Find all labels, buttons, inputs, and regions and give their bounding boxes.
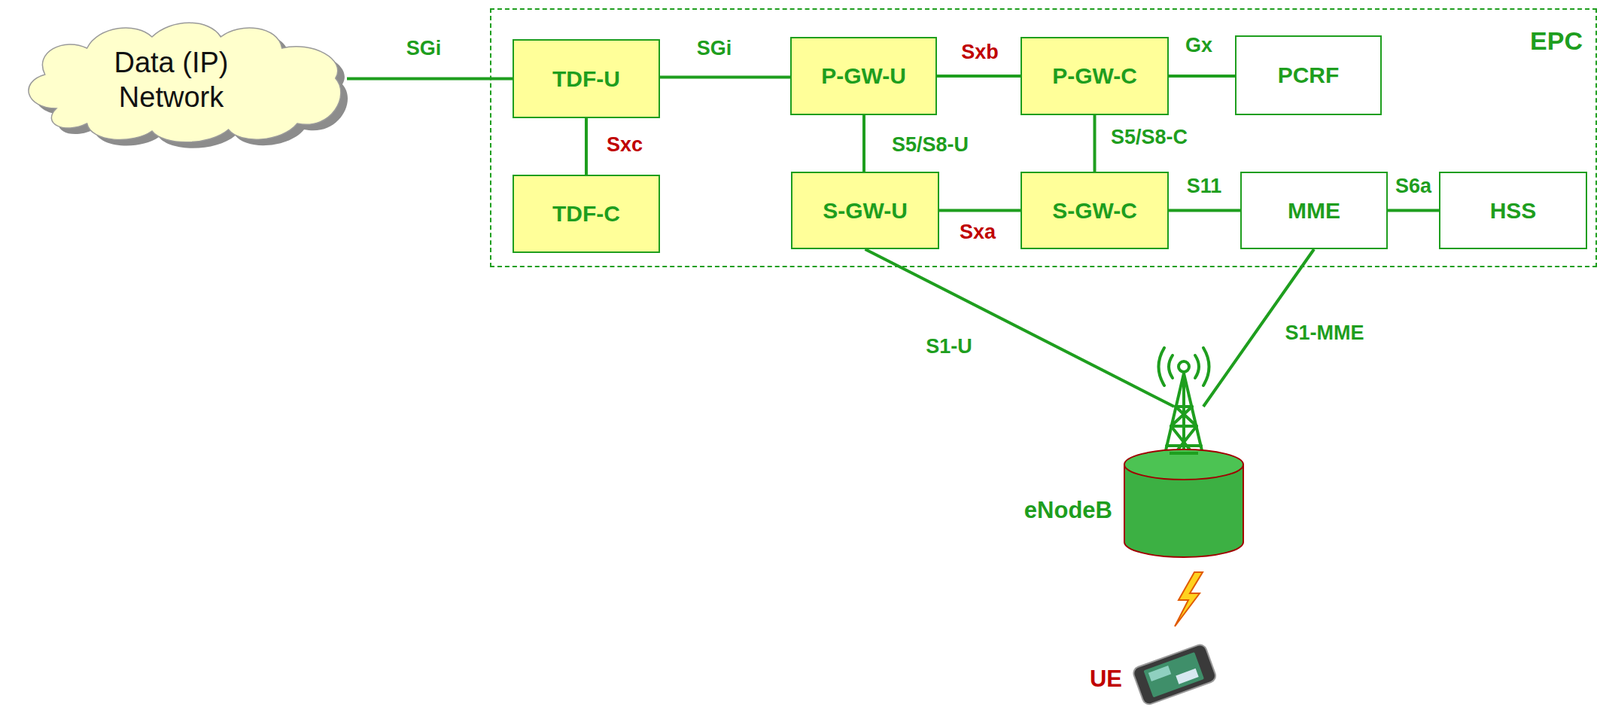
cylinder-shape [1122,406,1245,559]
interface-line [660,76,791,80]
interface-line [1093,115,1097,172]
phone-screen-detail [1148,665,1172,682]
radio-wave [1168,355,1173,378]
cloud-shape [10,10,347,151]
node-label: S-GW-C [1052,197,1138,224]
interface-line [1203,249,1315,407]
function-box: TDF-C [512,174,661,253]
interface-label: S6a [1395,175,1432,198]
interface-label: S11 [1186,175,1223,198]
tower-brace [1171,424,1197,428]
user-phone: UE [1125,638,1223,708]
node-label: P-GW-U [821,63,907,89]
interface-label: Sxc [606,133,643,157]
function-box: P-GW-U [790,36,937,116]
interface-line [862,115,866,172]
interface-line [346,77,513,81]
function-box: S-GW-C [1020,171,1169,250]
interface-label: Sxb [961,41,999,64]
interface-label: SGi [406,37,442,61]
core-region: EPC TDF-U P-GW-U P-GW-C PCRF TDF-C S-GW-U S-GW-… [489,8,1597,268]
interface-line [584,118,588,175]
phone-body [1131,642,1218,706]
node-label: Data (IP) Network [96,45,247,115]
base-station: eNodeB [1122,406,1245,559]
phone-shape [1125,638,1223,708]
interface-label: Gx [1185,34,1213,58]
interface-line [865,249,1175,407]
node-label: P-GW-C [1052,63,1138,89]
cloud-outline [28,22,341,143]
node-label: S-GW-U [822,197,908,224]
function-box: TDF-U [512,39,661,119]
antenna-head [1178,361,1190,372]
interface-label: Sxa [959,221,996,244]
radio-wave [1158,347,1166,386]
node-label: HSS [1490,197,1537,224]
node-label: eNodeB [1024,496,1113,524]
cloud-network: Data (IP) Network [10,10,347,151]
interface-label: S1-MME [1284,322,1364,345]
radio-wave [1203,347,1210,386]
phone-screen [1143,651,1205,697]
radio-link-bolt [1174,571,1203,627]
cylinder-top [1124,449,1244,480]
interface-line [1168,209,1241,213]
interface-line [1387,209,1439,213]
interface-line [936,74,1021,78]
interface-line [939,209,1021,213]
radio-wave [1195,355,1199,378]
interface-label: S5/S8-U [891,133,969,157]
tower-brace [1175,406,1197,426]
function-box: MME [1240,171,1388,250]
function-box: S-GW-U [790,171,940,250]
interface-label: S1-U [925,335,973,359]
tower-brace [1171,406,1193,426]
interface-label: SGi [696,37,733,61]
node-label: TDF-U [552,66,621,92]
node-label: MME [1287,197,1341,224]
node-label: PCRF [1277,62,1340,89]
tower-foot [1169,451,1199,455]
phone-screen-detail [1175,668,1199,685]
function-box: HSS [1438,171,1588,250]
interface-label: S5/S8-C [1110,126,1188,150]
function-box: P-GW-C [1020,36,1169,116]
node-label: TDF-C [552,200,621,227]
function-box: PCRF [1234,35,1382,116]
tower-brace [1166,444,1202,448]
node-label: UE [1089,665,1123,693]
interface-line [1168,74,1235,78]
node-label: EPC [1530,26,1583,56]
